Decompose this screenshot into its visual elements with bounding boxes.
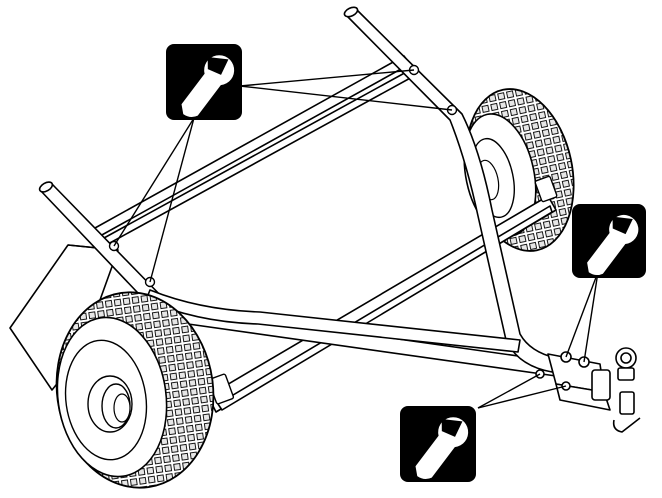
leader-lines <box>113 69 599 409</box>
cross-bar-inner <box>217 205 553 411</box>
callout-right <box>572 204 646 278</box>
axle-bracket <box>207 175 558 405</box>
lower-rail-back-2 <box>103 69 415 245</box>
hitch <box>535 347 641 433</box>
axle-bars <box>207 195 557 413</box>
lower-rail-back <box>94 55 411 237</box>
callout-bottom <box>400 406 476 482</box>
wrench-icon <box>181 55 235 117</box>
wrench-icon <box>587 214 639 276</box>
wrench-icon <box>415 417 469 479</box>
callouts <box>166 44 646 482</box>
near-wheel <box>55 291 215 489</box>
fasteners <box>108 64 458 288</box>
callout-top-left <box>166 44 242 120</box>
